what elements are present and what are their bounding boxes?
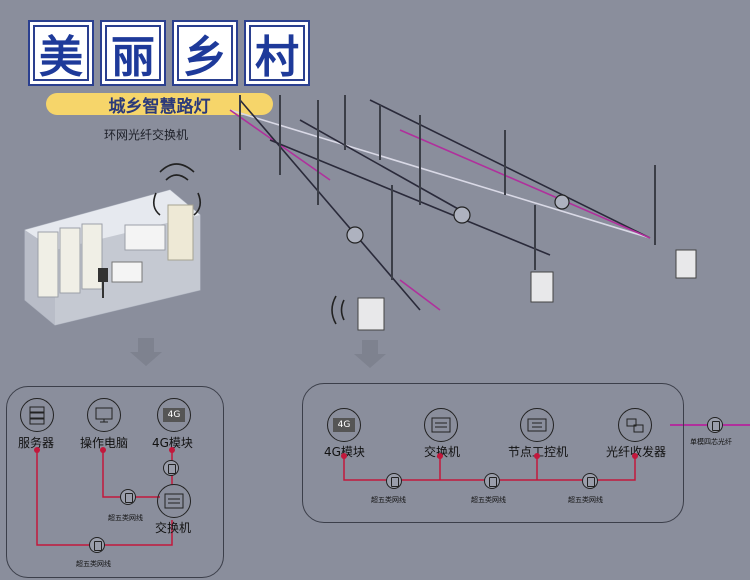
connection-dot [534,453,540,459]
network-port-icon [484,473,500,489]
4g-chip-icon: 4G [163,408,185,422]
switch-label: 交换机 [155,521,192,535]
server-label: 服务器 [18,436,55,450]
connection-dot [34,447,40,453]
4g-module-icon: 4G [157,398,191,432]
fiber-splice-icon [707,417,723,433]
page-title: 美 丽 乡 村 [28,20,310,86]
computer-icon [87,398,121,432]
cable-label: 超五类网线 [471,496,506,504]
cable-label: 超五类网线 [76,560,111,568]
wireless-signal-cabinet [331,295,345,325]
cable-label: 超五类网线 [371,496,406,504]
network-port-icon [163,460,179,476]
control-room-illustration [24,189,201,326]
fiber-transceiver-label: 光纤收发器 [606,445,667,459]
title-char: 美 [28,20,94,86]
fiber-transceiver-icon [618,408,652,442]
4g-module-label: 4G模块 [152,436,193,450]
4g-module-label: 4G模块 [324,445,365,459]
network-port-icon [386,473,402,489]
network-port-icon [120,489,136,505]
4g-module-icon: 4G [327,408,361,442]
control-room-panel [6,386,224,578]
connection-dot [437,453,443,459]
switch-icon [424,408,458,442]
wireless-signal-room [152,163,202,216]
controller-icon [520,408,554,442]
connection-dot [341,453,347,459]
cable-label: 超五类网线 [568,496,603,504]
connection-dot [632,453,638,459]
street-light-poles [239,95,656,280]
network-port-icon [89,537,105,553]
4g-chip-icon: 4G [333,418,355,432]
control-cabinets [357,249,697,331]
cable-label: 超五类网线 [108,514,143,522]
switch-label: 交换机 [424,445,461,459]
street-light-node-panel [302,383,684,523]
subtitle-banner: 城乡智慧路灯 [46,93,273,117]
subtitle-text: 城乡智慧路灯 [108,96,211,117]
fiber-splice-icons [346,194,570,244]
fiber-label: 单模四芯光纤 [690,438,732,446]
ring-switch-label: 环网光纤交换机 [104,128,189,142]
server-icon [20,398,54,432]
network-port-icon [582,473,598,489]
title-char: 村 [244,20,310,86]
connection-dot [169,447,175,453]
connection-dot [100,447,106,453]
title-char: 乡 [172,20,238,86]
node-controller-label: 节点工控机 [508,445,569,459]
flow-arrows [130,338,386,368]
operator-pc-label: 操作电脑 [80,436,129,450]
switch-icon [157,484,191,518]
title-char: 丽 [100,20,166,86]
